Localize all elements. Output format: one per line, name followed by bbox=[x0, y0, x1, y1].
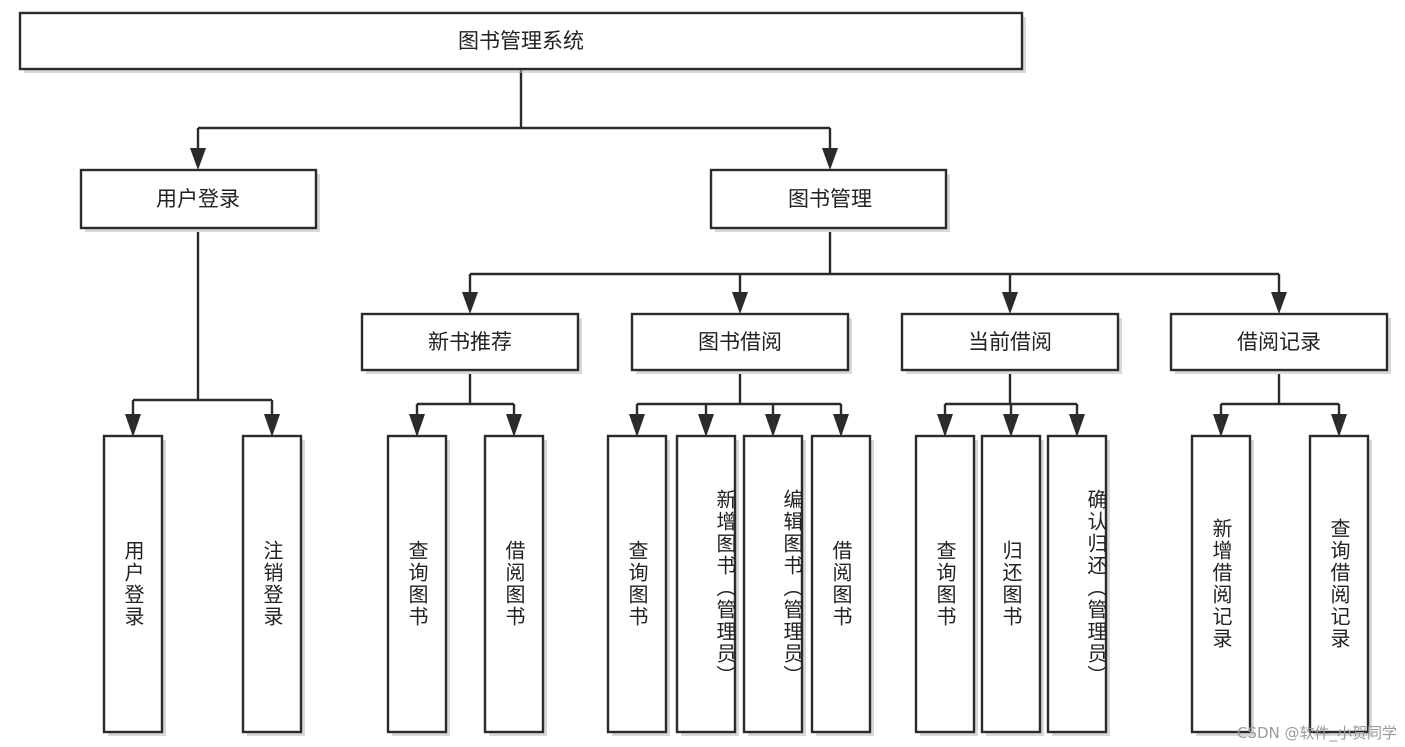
arrowhead-bookmanage-2 bbox=[732, 292, 748, 314]
arrowhead-bookmanage-4 bbox=[1271, 292, 1287, 314]
arrowhead-currentborrow-3 bbox=[1069, 414, 1085, 437]
node-new-book-recommend-rect bbox=[360, 312, 580, 372]
node-user-login-rect bbox=[79, 168, 318, 230]
leaf-node-4[interactable] bbox=[606, 434, 670, 736]
arrowhead-root-2 bbox=[822, 148, 838, 170]
connector-group-current-borrow bbox=[937, 374, 1085, 437]
node-borrow-records-rect bbox=[1169, 312, 1389, 372]
leaf-node-1[interactable] bbox=[241, 434, 305, 736]
node-book-borrow[interactable]: 图书借阅 bbox=[630, 312, 852, 374]
arrowhead-records-1 bbox=[1213, 414, 1229, 437]
arrowhead-newbooks-2 bbox=[506, 414, 522, 437]
leaf-node-11[interactable] bbox=[1190, 434, 1254, 736]
leaf-node-12-rect bbox=[1308, 434, 1370, 734]
leaf-node-9[interactable] bbox=[980, 434, 1044, 736]
arrowhead-bookmanage-3 bbox=[1002, 292, 1018, 314]
node-root-title[interactable]: 图书管理系统 bbox=[18, 11, 1026, 73]
arrowhead-borrow-4 bbox=[833, 414, 849, 437]
leaf-node-7-rect bbox=[810, 434, 872, 734]
leaf-node-5[interactable] bbox=[675, 434, 739, 736]
leaf-node-10[interactable] bbox=[1046, 434, 1110, 736]
leaf-node-6-rect bbox=[742, 434, 804, 734]
node-book-management-rect bbox=[709, 168, 948, 230]
node-book-borrow-label: 图书借阅 bbox=[698, 330, 782, 354]
leaf-node-0-rect bbox=[102, 434, 164, 734]
arrowhead-currentborrow-1 bbox=[937, 414, 953, 437]
node-user-login[interactable]: 用户登录 bbox=[79, 168, 320, 232]
node-borrow-records[interactable]: 借阅记录 bbox=[1169, 312, 1391, 374]
node-book-management-label: 图书管理 bbox=[788, 187, 872, 211]
leaf-node-8[interactable] bbox=[914, 434, 978, 736]
arrowhead-borrow-3 bbox=[765, 414, 781, 437]
leaf-node-4-rect bbox=[606, 434, 668, 734]
node-root-title-label: 图书管理系统 bbox=[458, 29, 584, 53]
node-root-title-rect bbox=[18, 11, 1024, 71]
node-current-borrow-label: 当前借阅 bbox=[968, 330, 1052, 354]
node-user-login-label: 用户登录 bbox=[156, 187, 240, 211]
connector-group-root bbox=[190, 69, 838, 170]
arrowhead-newbooks-1 bbox=[409, 414, 425, 437]
connector-group-book-manage bbox=[462, 232, 1287, 314]
arrowhead-root-1 bbox=[190, 148, 206, 170]
node-new-book-recommend[interactable]: 新书推荐 bbox=[360, 312, 582, 374]
leaf-node-12[interactable] bbox=[1308, 434, 1372, 736]
node-new-book-recommend-label: 新书推荐 bbox=[428, 330, 512, 354]
leaf-node-9-rect bbox=[980, 434, 1042, 734]
leaf-node-8-rect bbox=[914, 434, 976, 734]
leaf-node-2-rect bbox=[386, 434, 448, 734]
leaf-node-11-rect bbox=[1190, 434, 1252, 734]
node-book-borrow-rect bbox=[630, 312, 850, 372]
connector-group-new-books bbox=[409, 374, 522, 437]
arrowhead-currentborrow-2 bbox=[1003, 414, 1019, 437]
node-current-borrow[interactable]: 当前借阅 bbox=[900, 312, 1122, 374]
arrowhead-userlogin-1 bbox=[125, 414, 141, 437]
node-current-borrow-rect bbox=[900, 312, 1120, 372]
leaf-node-10-rect bbox=[1046, 434, 1108, 734]
arrowhead-records-2 bbox=[1331, 414, 1347, 437]
leaf-node-6[interactable] bbox=[742, 434, 806, 736]
leaf-node-0[interactable] bbox=[102, 434, 166, 736]
arrowhead-borrow-1 bbox=[629, 414, 645, 437]
node-borrow-records-label: 借阅记录 bbox=[1237, 330, 1321, 354]
leaf-node-3[interactable] bbox=[483, 434, 547, 736]
leaf-node-5-rect bbox=[675, 434, 737, 734]
leaf-node-2[interactable] bbox=[386, 434, 450, 736]
leaf-node-1-rect bbox=[241, 434, 303, 734]
leaf-node-3-rect bbox=[483, 434, 545, 734]
connector-group-records bbox=[1213, 374, 1347, 437]
leaf-node-7[interactable] bbox=[810, 434, 874, 736]
arrowhead-userlogin-2 bbox=[264, 414, 280, 437]
node-book-management[interactable]: 图书管理 bbox=[709, 168, 950, 232]
connector-group-borrow bbox=[629, 374, 849, 437]
watermark-text: CSDN @软件_小贺同学 bbox=[1236, 724, 1397, 742]
arrowhead-bookmanage-1 bbox=[462, 292, 478, 314]
arrowhead-borrow-2 bbox=[698, 414, 714, 437]
connector-group-user-login bbox=[125, 232, 280, 437]
